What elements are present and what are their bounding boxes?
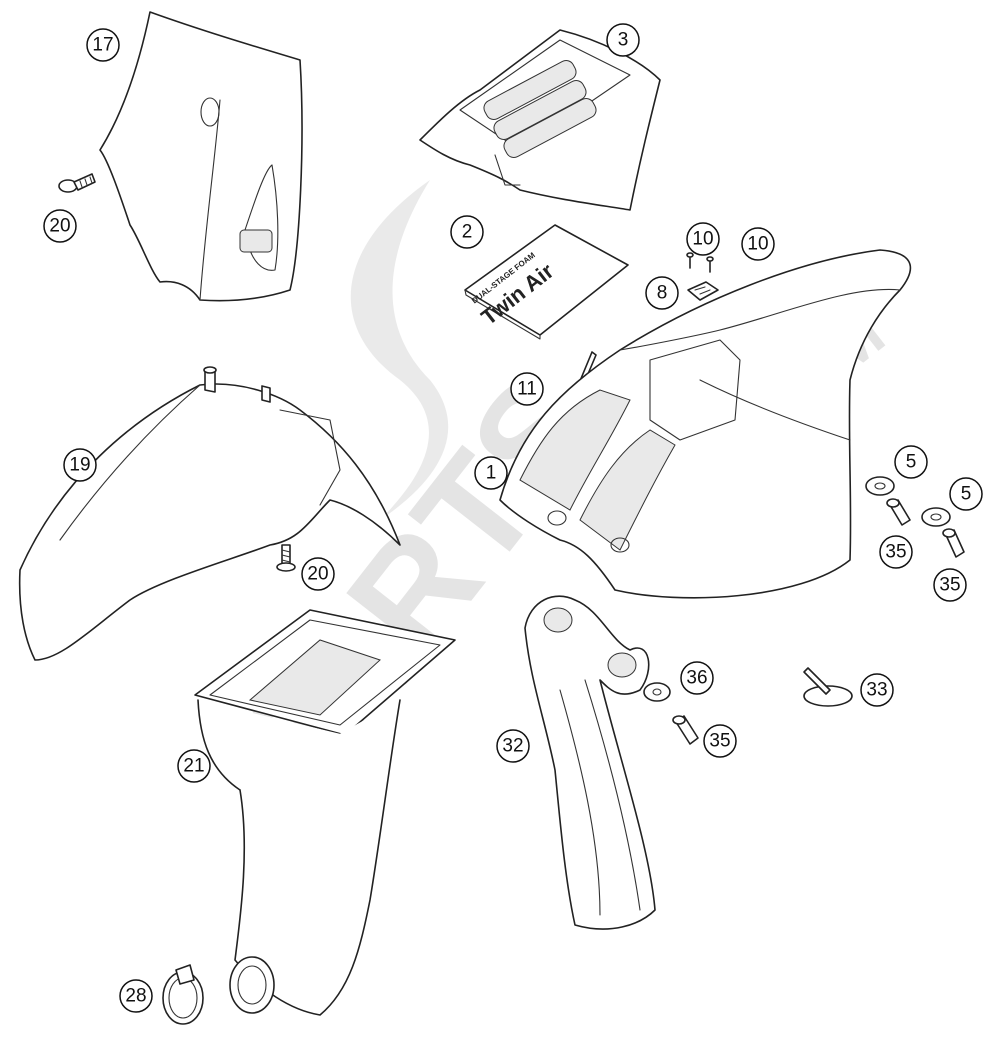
svg-text:21: 21 (183, 756, 204, 777)
svg-text:35: 35 (939, 575, 960, 596)
label-35b: 35 (933, 568, 967, 602)
svg-text:10: 10 (747, 234, 768, 255)
label-28: 28 (119, 979, 153, 1013)
bolt-part-a[interactable] (886, 498, 911, 526)
svg-text:5: 5 (961, 484, 972, 505)
label-10b: 10 (741, 227, 775, 261)
label-33: 33 (860, 673, 894, 707)
label-5b: 5 (949, 477, 983, 511)
svg-text:35: 35 (709, 731, 730, 752)
svg-text:19: 19 (69, 455, 90, 476)
label-8: 8 (645, 276, 679, 310)
label-1: 1 (474, 456, 508, 490)
svg-text:11: 11 (517, 379, 537, 400)
svg-text:32: 32 (502, 736, 523, 757)
bolt-part-c[interactable] (672, 715, 699, 745)
svg-text:28: 28 (125, 986, 146, 1007)
label-17: 17 (86, 28, 120, 62)
svg-text:35: 35 (885, 542, 906, 563)
side-cover-part[interactable] (524, 595, 656, 930)
svg-text:17: 17 (92, 35, 113, 56)
number-plate-part[interactable] (99, 11, 303, 302)
washer-part-36[interactable] (643, 682, 671, 702)
small-screw-part-b[interactable] (706, 256, 714, 273)
screw-part-top[interactable] (58, 173, 96, 193)
svg-text:2: 2 (462, 222, 473, 243)
label-35c: 35 (703, 724, 737, 758)
label-35a: 35 (879, 535, 913, 569)
air-filter-part[interactable]: Twin Air DUAL-STAGE FOAM (464, 224, 629, 340)
svg-text:33: 33 (866, 680, 887, 701)
svg-text:20: 20 (49, 216, 70, 237)
screw-part-mid[interactable] (276, 544, 296, 572)
small-screw-part-a[interactable] (686, 252, 694, 269)
label-32: 32 (496, 729, 530, 763)
bolt-part-b[interactable] (942, 528, 965, 558)
label-10a: 10 (686, 222, 720, 256)
cable-tie-part[interactable] (803, 667, 853, 707)
label-5a: 5 (894, 445, 928, 479)
air-intake-boot-part[interactable] (194, 609, 456, 1016)
label-3: 3 (606, 23, 640, 57)
clip-part[interactable] (687, 281, 719, 301)
svg-text:36: 36 (686, 668, 707, 689)
label-20a: 20 (43, 209, 77, 243)
washer-part-b[interactable] (921, 507, 951, 527)
watermark-swoosh-icon (350, 180, 449, 520)
filter-holder-part[interactable] (419, 29, 661, 211)
front-fender-part[interactable] (18, 366, 401, 661)
label-21: 21 (177, 749, 211, 783)
svg-text:10: 10 (692, 229, 713, 250)
svg-text:5: 5 (906, 452, 917, 473)
label-19: 19 (63, 448, 97, 482)
label-20b: 20 (301, 557, 335, 591)
svg-text:1: 1 (486, 463, 497, 484)
label-11: 11 (510, 372, 544, 406)
label-2: 2 (450, 215, 484, 249)
washer-part-a[interactable] (865, 476, 895, 496)
svg-text:20: 20 (307, 564, 328, 585)
svg-text:3: 3 (618, 30, 629, 51)
svg-text:8: 8 (657, 283, 668, 304)
label-36: 36 (680, 661, 714, 695)
hose-clamp-part[interactable] (162, 964, 204, 1025)
rear-fender-part[interactable] (499, 249, 912, 599)
